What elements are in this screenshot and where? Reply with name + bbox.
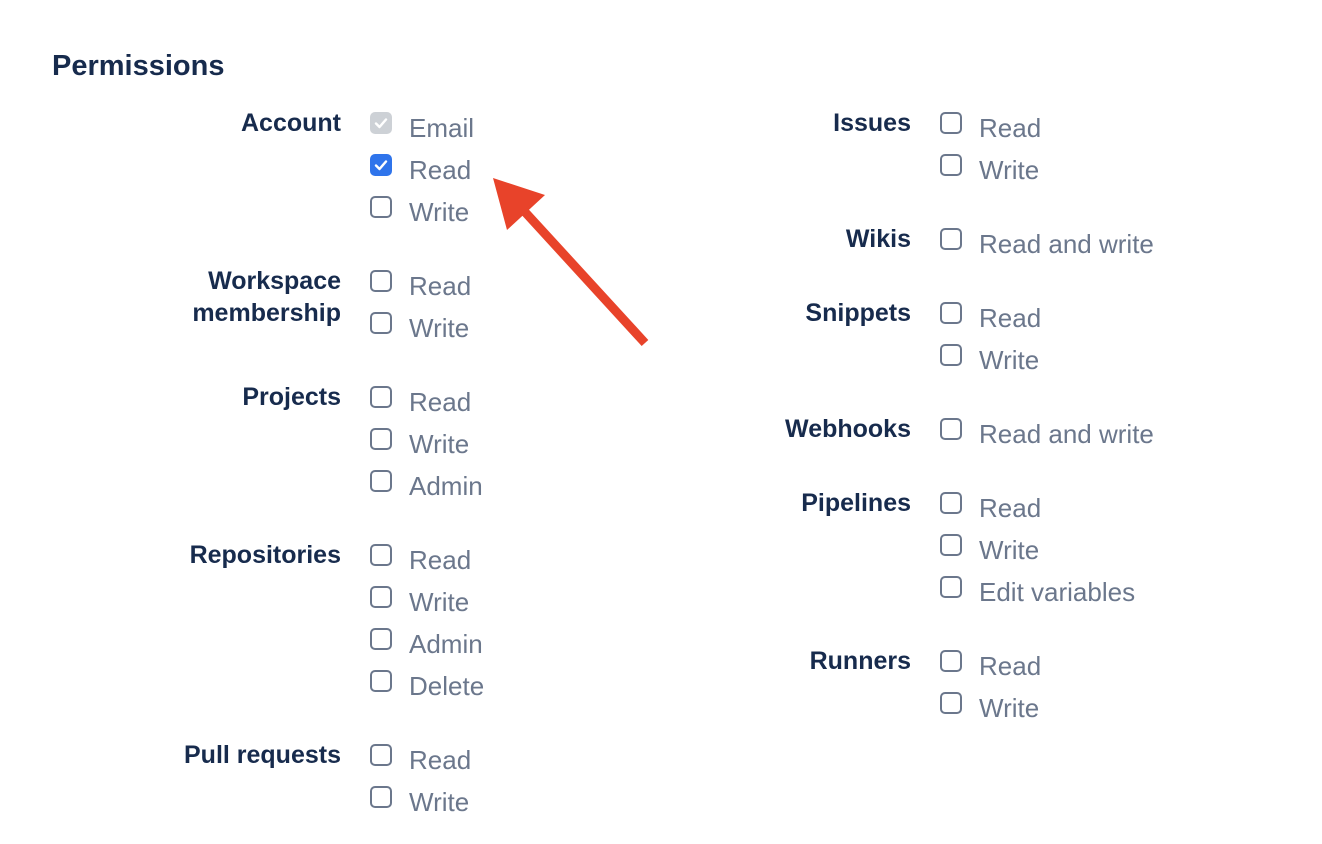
checkbox-box[interactable] <box>370 628 392 650</box>
checkbox-label: Write <box>409 787 470 817</box>
checkbox-box[interactable] <box>370 786 392 808</box>
checkbox-account-read[interactable]: Read <box>370 149 471 191</box>
checkbox-pipelines-write[interactable]: Write <box>940 529 1039 571</box>
checkbox-label: Read <box>409 745 472 775</box>
checkbox-label: Read and write <box>979 229 1154 259</box>
checkbox-box[interactable] <box>940 692 962 714</box>
checkbox-pipelines-edit-variables[interactable]: Edit variables <box>940 571 1135 613</box>
group-label-pipelines: Pipelines <box>801 489 911 517</box>
checkbox-label: Read and write <box>979 419 1154 449</box>
checkbox-label: Read <box>979 493 1042 523</box>
checkbox-box[interactable] <box>940 534 962 556</box>
checkbox-workspace-membership-read[interactable]: Read <box>370 265 471 307</box>
checkbox-label: Write <box>979 155 1040 185</box>
checkbox-box[interactable] <box>940 112 962 134</box>
checkbox-box[interactable] <box>370 470 392 492</box>
checkbox-label: Read <box>409 271 472 301</box>
group-label-webhooks: Webhooks <box>785 415 911 443</box>
checkbox-box[interactable] <box>940 302 962 324</box>
group-label-repositories: Repositories <box>189 541 341 569</box>
group-label-projects: Projects <box>242 383 341 411</box>
checkbox-box[interactable] <box>370 744 392 766</box>
checkbox-box[interactable] <box>940 228 962 250</box>
checkbox-label: Write <box>979 693 1040 723</box>
checkbox-box[interactable] <box>370 428 392 450</box>
checkbox-projects-admin[interactable]: Admin <box>370 465 483 507</box>
checkbox-box[interactable] <box>370 586 392 608</box>
checkbox-repositories-delete[interactable]: Delete <box>370 665 484 707</box>
checkbox-box[interactable] <box>370 386 392 408</box>
checkbox-repositories-read[interactable]: Read <box>370 539 471 581</box>
checkbox-account-write[interactable]: Write <box>370 191 469 233</box>
checkbox-workspace-membership-write[interactable]: Write <box>370 307 469 349</box>
checkbox-pipelines-read[interactable]: Read <box>940 487 1041 529</box>
checkbox-issues-read[interactable]: Read <box>940 107 1041 149</box>
checkbox-label: Admin <box>409 629 483 659</box>
checkbox-box[interactable] <box>940 344 962 366</box>
group-label-issues: Issues <box>833 109 911 137</box>
checkbox-label: Read <box>979 303 1042 333</box>
checkbox-issues-write[interactable]: Write <box>940 149 1039 191</box>
group-label-snippets: Snippets <box>805 299 911 327</box>
permissions-title: Permissions <box>52 50 225 82</box>
checkbox-label: Write <box>409 313 470 343</box>
checkbox-repositories-write[interactable]: Write <box>370 581 469 623</box>
checkbox-box[interactable] <box>370 312 392 334</box>
checkbox-label: Edit variables <box>979 577 1136 607</box>
checkbox-box[interactable] <box>370 112 392 134</box>
checkbox-label: Write <box>979 535 1040 565</box>
checkbox-label: Read <box>409 155 472 185</box>
checkbox-runners-read[interactable]: Read <box>940 645 1041 687</box>
checkbox-box[interactable] <box>370 544 392 566</box>
checkbox-label: Write <box>409 587 470 617</box>
checkbox-box[interactable] <box>940 154 962 176</box>
checkbox-webhooks-read-and-write[interactable]: Read and write <box>940 413 1154 455</box>
group-label-workspace-membership: Workspace membership <box>192 267 341 327</box>
checkbox-projects-write[interactable]: Write <box>370 423 469 465</box>
checkbox-label: Admin <box>409 471 483 501</box>
checkbox-box[interactable] <box>370 670 392 692</box>
checkbox-snippets-write[interactable]: Write <box>940 339 1039 381</box>
group-label-pull-requests: Pull requests <box>184 741 341 769</box>
checkbox-label: Write <box>979 345 1040 375</box>
group-label-wikis: Wikis <box>845 225 911 253</box>
checkbox-label: Email <box>409 113 475 143</box>
checkbox-box[interactable] <box>370 154 392 176</box>
checkbox-pull-requests-read[interactable]: Read <box>370 739 471 781</box>
group-label-runners: Runners <box>809 647 911 675</box>
group-label-account: Account <box>241 109 341 137</box>
checkbox-box[interactable] <box>940 418 962 440</box>
checkbox-box[interactable] <box>940 492 962 514</box>
checkbox-box[interactable] <box>940 650 962 672</box>
checkbox-projects-read[interactable]: Read <box>370 381 471 423</box>
checkbox-box[interactable] <box>370 196 392 218</box>
checkbox-box[interactable] <box>370 270 392 292</box>
checkbox-label: Read <box>979 651 1042 681</box>
checkbox-wikis-read-and-write[interactable]: Read and write <box>940 223 1154 265</box>
checkbox-box[interactable] <box>940 576 962 598</box>
checkbox-label: Delete <box>409 671 485 701</box>
checkbox-label: Write <box>409 429 470 459</box>
checkbox-runners-write[interactable]: Write <box>940 687 1039 729</box>
checkbox-account-email[interactable]: Email <box>370 107 474 149</box>
checkbox-label: Read <box>409 545 472 575</box>
checkbox-label: Write <box>409 197 470 227</box>
checkbox-pull-requests-write[interactable]: Write <box>370 781 469 823</box>
checkbox-repositories-admin[interactable]: Admin <box>370 623 483 665</box>
checkbox-label: Read <box>409 387 472 417</box>
checkbox-label: Read <box>979 113 1042 143</box>
checkbox-snippets-read[interactable]: Read <box>940 297 1041 339</box>
